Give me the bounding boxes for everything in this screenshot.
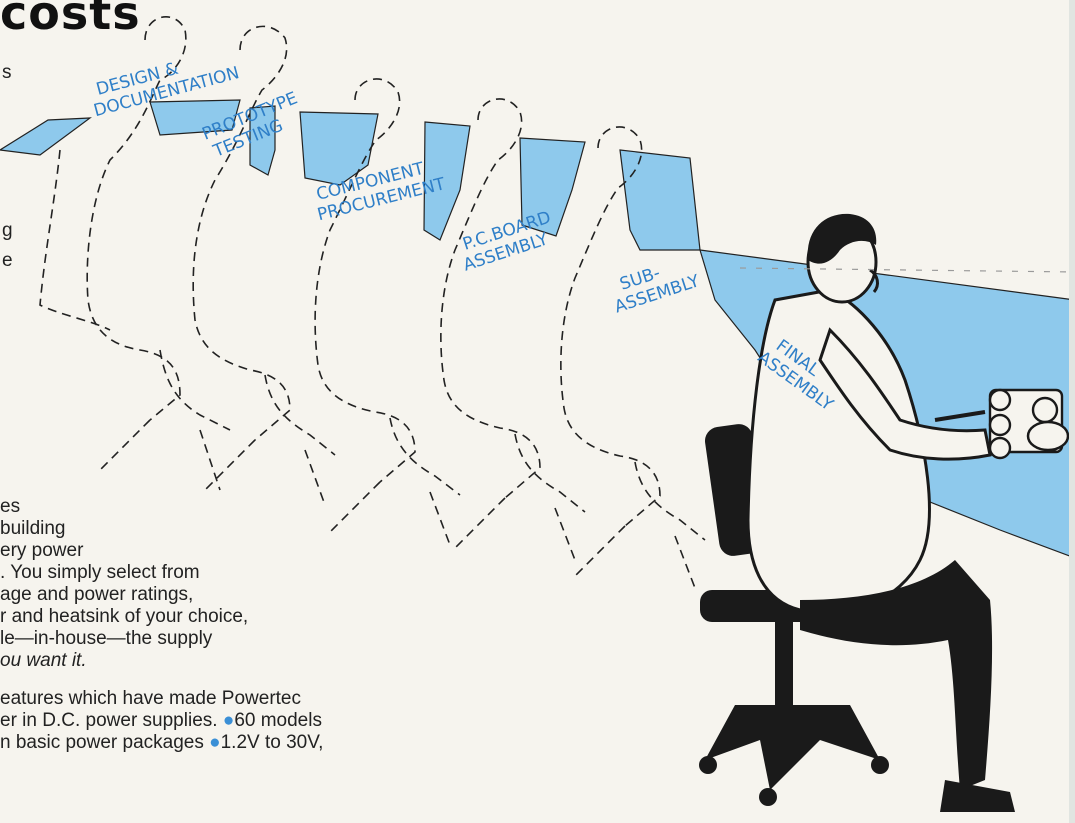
body-text: n basic power packages	[0, 732, 204, 753]
stage-labels: DESIGN &DOCUMENTATION PROTOTYPETESTING C…	[86, 44, 849, 416]
body-text: er in D.C. power supplies.	[0, 710, 218, 731]
body-line: eatures which have made Powertec	[0, 688, 323, 710]
body-text: 60 models	[234, 710, 322, 731]
body-line: r and heatsink of your choice,	[0, 606, 248, 628]
body-line: ery power	[0, 540, 248, 562]
left-fragment: e	[2, 250, 13, 272]
page-edge	[1069, 0, 1075, 823]
body-paragraph-1: es building ery power . You simply selec…	[0, 496, 248, 672]
body-line: er in D.C. power supplies. ●60 models	[0, 710, 323, 732]
stage-label-subassembly: SUB-ASSEMBLY	[606, 252, 703, 317]
body-line: es	[0, 496, 248, 518]
bullet-icon: ●	[223, 710, 234, 731]
left-fragment: s	[2, 62, 12, 84]
left-fragment: g	[2, 220, 13, 242]
headline: costs	[0, 0, 141, 40]
body-line-italic: ou want it.	[0, 650, 248, 672]
body-line: le—in-house—the supply	[0, 628, 248, 650]
bullet-icon: ●	[209, 732, 220, 753]
body-text: 1.2V to 30V,	[221, 732, 324, 753]
stage-label-pcboard: P.C.BOARDASSEMBLY	[455, 208, 560, 276]
body-line: building	[0, 518, 248, 540]
body-paragraph-2: eatures which have made Powertec er in D…	[0, 688, 323, 754]
body-line: . You simply select from	[0, 562, 248, 584]
body-line: n basic power packages ●1.2V to 30V,	[0, 732, 323, 754]
body-line: age and power ratings,	[0, 584, 248, 606]
